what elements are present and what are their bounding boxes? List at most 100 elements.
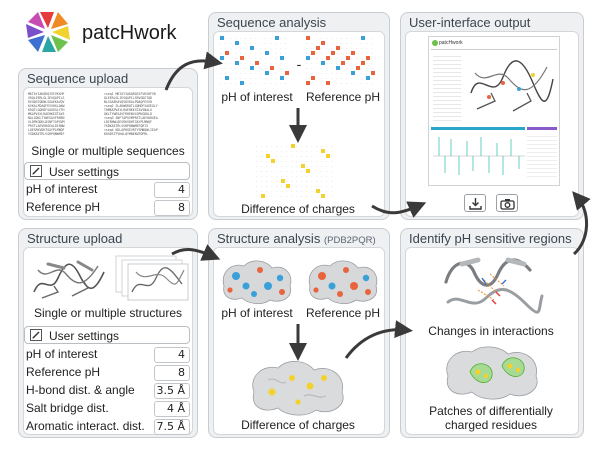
residue-cell: · [260,81,262,85]
str-ph-interest-field[interactable]: 4 [154,347,190,363]
residue-cell: · [311,149,313,153]
residue-cell [321,194,325,198]
residue-cell: · [296,174,298,178]
residue-cell: · [306,174,308,178]
residue-cell: · [275,71,277,75]
residue-cell [225,76,229,80]
residue-cell: · [271,179,273,183]
residue-cell: · [326,41,328,45]
residue-cell: · [265,56,267,60]
residue-cell: · [245,66,247,70]
residue-cell: · [321,144,323,148]
residue-cell [291,144,295,148]
residue-cell: · [275,41,277,45]
residue-cell: · [230,61,232,65]
residue-cell: · [336,61,338,65]
residue-cell: · [331,164,333,168]
residue-cell: · [296,159,298,163]
residue-cell: · [341,56,343,60]
residue-cell: · [311,36,313,40]
residue-cell: · [255,81,257,85]
residue-cell: · [270,71,272,75]
residue-cell [255,61,259,65]
residue-cell [331,51,335,55]
residue-cell: · [276,194,278,198]
app-structure-view [470,60,554,112]
sequence-user-settings[interactable]: User settings [24,162,190,180]
residue-cell: · [240,61,242,65]
residue-cell: · [326,66,328,70]
structure-user-settings[interactable]: User settings [24,326,190,344]
residue-cell: · [361,56,363,60]
arrow-regions-to-ui [572,191,591,256]
residue-cell: · [346,81,348,85]
residue-cell: · [276,154,278,158]
patches-caption-line1: Patches of differentially [429,404,553,418]
residue-cell [326,81,330,85]
residue-cell: · [280,41,282,45]
residue-cell: · [336,71,338,75]
residue-cell: · [371,46,373,50]
residue-cell: · [265,61,267,65]
seq-ph-interest-field[interactable]: 4 [154,182,190,198]
residue-cell: · [240,76,242,80]
residue-cell: · [235,66,237,70]
residue-cell: · [271,144,273,148]
residue-cell: · [245,41,247,45]
residue-cell: · [311,81,313,85]
residue-cell: · [341,46,343,50]
residue-cell: · [286,189,288,193]
residue-cell: · [261,189,263,193]
residue-cell [326,56,330,60]
residue-cell: · [371,76,373,80]
residue-cell: · [361,66,363,70]
str-reference-ph-field[interactable]: 8 [154,365,190,381]
residue-cell: · [271,189,273,193]
residue-cell: · [275,66,277,70]
residue-cell: · [371,41,373,45]
interaction-structure [444,257,544,314]
residue-cell: · [220,41,222,45]
residue-cell: · [311,71,313,75]
residue-cell: · [331,169,333,173]
residue-cell: · [321,179,323,183]
salt-bridge-field[interactable]: 4 Å [154,401,190,417]
residue-cell: · [275,56,277,60]
residue-cell: · [316,76,318,80]
residue-cell: · [230,66,232,70]
residue-cell: · [281,189,283,193]
residue-cell: · [240,71,242,75]
residue-cell: · [351,41,353,45]
residue-cell: · [316,179,318,183]
residue-cell: · [341,41,343,45]
residue-cell: · [261,149,263,153]
screenshot-button[interactable] [496,194,518,212]
residue-cell: · [371,56,373,60]
residue-cell: · [366,81,368,85]
residue-cell: · [281,144,283,148]
residue-cell: · [266,184,268,188]
residue-cell [280,76,284,80]
residue-cell: · [261,164,263,168]
residue-cell: · [296,194,298,198]
ui-output-title: User-interface output [409,15,531,30]
residue-cell [371,71,375,75]
residue-cell: · [271,149,273,153]
residue-cell: · [225,61,227,65]
residue-cell: · [336,36,338,40]
seq-reference-ph-field[interactable]: 8 [154,200,190,216]
residue-cell: · [371,51,373,55]
edit-icon [30,329,42,341]
residue-cell: · [265,81,267,85]
sequence-upload-caption: Single or multiple sequences [31,144,185,158]
residue-cell: · [275,51,277,55]
residue-cell: · [326,164,328,168]
hbond-field[interactable]: 3.5 Å [154,383,190,399]
aromatic-field[interactable]: 7.5 Å [154,419,190,435]
residue-cell: · [276,169,278,173]
residue-cell: · [280,51,282,55]
residue-cell: · [336,81,338,85]
residue-cell: · [270,81,272,85]
residue-cell: · [240,51,242,55]
download-button[interactable] [464,194,486,212]
